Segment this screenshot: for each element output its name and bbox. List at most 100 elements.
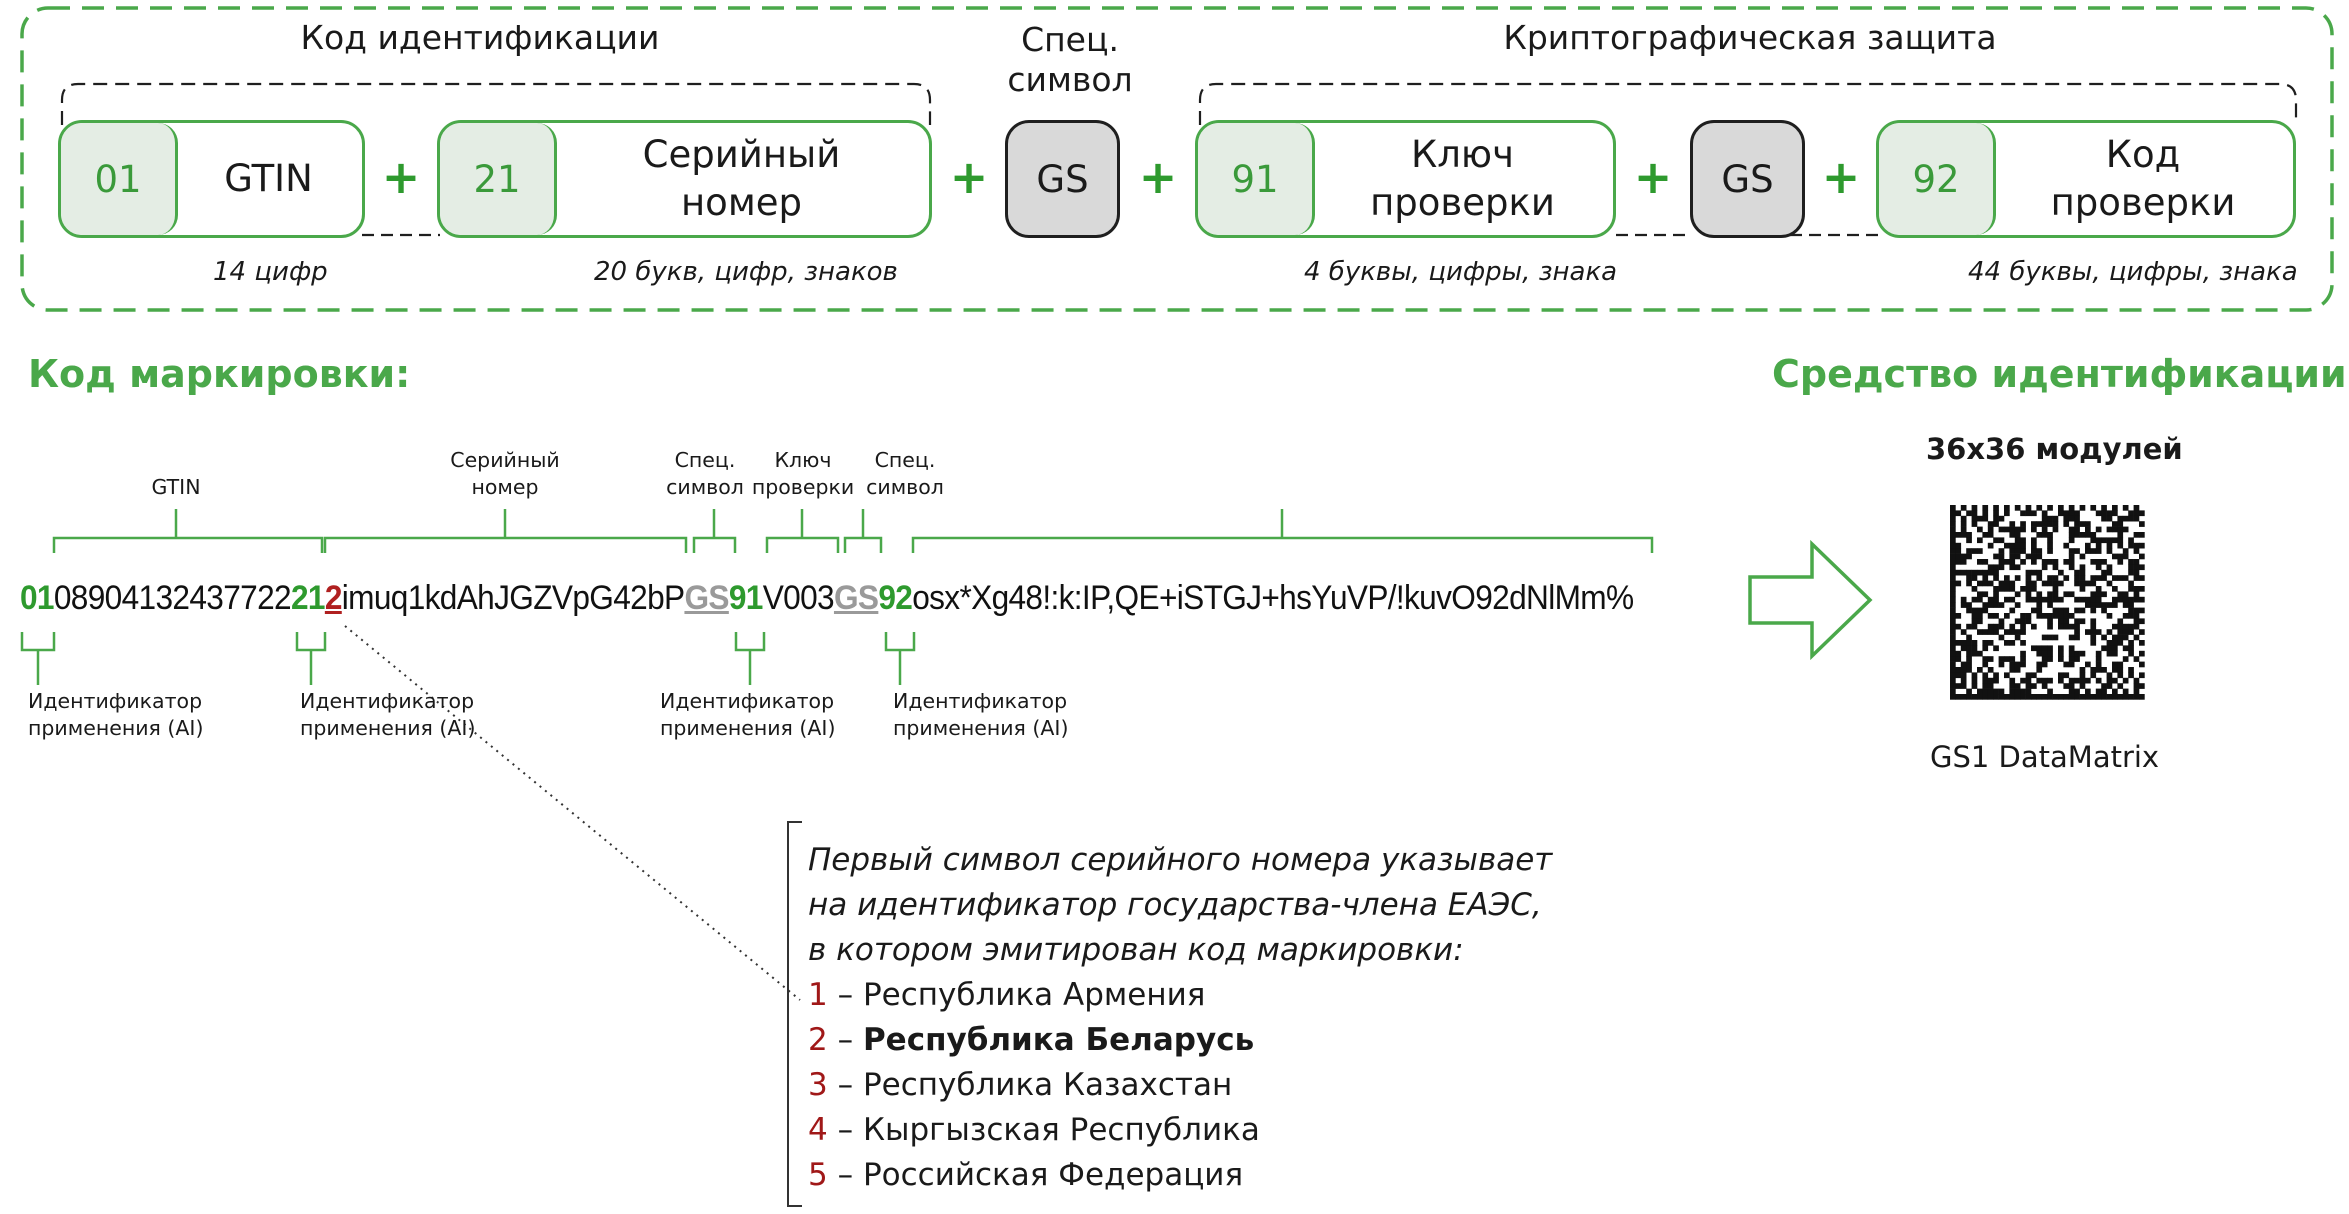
datamatrix-module bbox=[2004, 542, 2010, 549]
datamatrix-module bbox=[2004, 526, 2010, 533]
datamatrix-module bbox=[2063, 613, 2070, 619]
datamatrix-module bbox=[2122, 526, 2129, 533]
datamatrix-module bbox=[2052, 591, 2059, 598]
country-info-block: Первый символ серийного номера указывает… bbox=[808, 838, 1552, 1198]
datamatrix-module bbox=[1998, 661, 2005, 668]
code-ai92: 92 bbox=[878, 579, 913, 617]
dash: – bbox=[827, 1157, 863, 1193]
datamatrix-module bbox=[1950, 640, 1956, 646]
datamatrix-module bbox=[1993, 569, 1999, 576]
datamatrix-module bbox=[2004, 559, 2010, 565]
datamatrix-module bbox=[2063, 683, 2070, 689]
datamatrix-module bbox=[2052, 575, 2059, 581]
datamatrix-module bbox=[2014, 591, 2021, 598]
datamatrix-module bbox=[1950, 688, 1956, 695]
datamatrix-module bbox=[1971, 618, 1978, 625]
datamatrix-module bbox=[1993, 564, 1999, 571]
datamatrix-module bbox=[1982, 688, 1989, 695]
plus-sign: + bbox=[1633, 150, 1673, 204]
datamatrix-module bbox=[1982, 683, 1989, 689]
datamatrix-module bbox=[1955, 553, 1962, 560]
identification-means-heading: Средство идентификации: bbox=[1772, 352, 2349, 396]
pill-label-check: Код проверки bbox=[2050, 133, 2236, 224]
datamatrix-module bbox=[1987, 629, 1994, 635]
marking-code-heading: Код маркировки: bbox=[28, 352, 411, 396]
datamatrix-module bbox=[1993, 510, 1999, 517]
datamatrix-module bbox=[1950, 510, 1956, 517]
datamatrix-module bbox=[1950, 694, 1956, 700]
datamatrix-module bbox=[2101, 575, 2107, 581]
datamatrix-module bbox=[2004, 629, 2010, 635]
datamatrix-module bbox=[2031, 569, 2037, 576]
datamatrix-module bbox=[2128, 580, 2134, 587]
identification-bracket bbox=[60, 82, 932, 125]
datamatrix-module bbox=[2025, 688, 2032, 695]
datamatrix-module bbox=[1977, 548, 1983, 554]
datamatrix-code-icon bbox=[1950, 505, 2145, 700]
ai-badge-21: 21 bbox=[440, 123, 557, 235]
datamatrix-module bbox=[2068, 661, 2075, 668]
datamatrix-module bbox=[2106, 542, 2113, 549]
datamatrix-module bbox=[1950, 591, 1956, 598]
datamatrix-module bbox=[2139, 510, 2145, 517]
datamatrix-module bbox=[2122, 602, 2129, 608]
datamatrix-module bbox=[2106, 510, 2113, 517]
datamatrix-module bbox=[1998, 694, 2005, 700]
special-symbol-title: Спец. символ bbox=[1007, 20, 1133, 99]
datamatrix-module bbox=[2031, 537, 2037, 544]
datamatrix-module bbox=[2090, 532, 2097, 538]
datamatrix-module bbox=[2009, 623, 2016, 630]
datamatrix-module bbox=[1993, 645, 1999, 652]
datamatrix-module bbox=[2031, 548, 2037, 554]
datamatrix-module bbox=[2052, 521, 2059, 527]
datamatrix-module bbox=[1950, 580, 1956, 587]
datamatrix-module bbox=[1950, 569, 1956, 576]
datamatrix-module bbox=[2101, 505, 2107, 511]
datamatrix-module bbox=[2068, 510, 2075, 517]
datamatrix-caption: GS1 DataMatrix bbox=[1930, 740, 2160, 774]
datamatrix-module bbox=[2036, 505, 2043, 511]
datamatrix-module bbox=[2014, 564, 2021, 571]
datamatrix-module bbox=[2009, 586, 2016, 592]
datamatrix-module bbox=[2058, 613, 2064, 619]
datamatrix-module bbox=[2020, 694, 2026, 700]
datamatrix-module bbox=[1950, 683, 1956, 689]
datamatrix-module bbox=[2085, 677, 2091, 684]
datamatrix-module bbox=[2014, 667, 2021, 673]
datamatrix-module bbox=[2014, 618, 2021, 625]
datamatrix-module bbox=[2128, 667, 2134, 673]
datamatrix-module bbox=[1993, 591, 1999, 598]
datamatrix-module bbox=[2052, 559, 2059, 565]
ai-label-01: Идентификатор применения (AI) bbox=[28, 689, 204, 740]
datamatrix-module bbox=[1982, 515, 1989, 522]
country-item: 2 – Республика Беларусь bbox=[808, 1018, 1552, 1063]
datamatrix-module bbox=[2112, 596, 2118, 603]
datamatrix-module bbox=[2090, 596, 2097, 603]
datamatrix-module bbox=[2106, 569, 2113, 576]
outer-dashed-frame bbox=[20, 6, 2334, 312]
datamatrix-module bbox=[2052, 580, 2059, 587]
datamatrix-module bbox=[2025, 683, 2032, 689]
datamatrix-module bbox=[2085, 688, 2091, 695]
datamatrix-module bbox=[1977, 607, 1983, 614]
datamatrix-module bbox=[2117, 521, 2124, 527]
datamatrix-module bbox=[2036, 661, 2043, 668]
country-code: 4 bbox=[808, 1112, 828, 1148]
datamatrix-module bbox=[2036, 607, 2043, 614]
datamatrix-module bbox=[1960, 526, 1967, 533]
datamatrix-module bbox=[2085, 548, 2091, 554]
datamatrix-module bbox=[2036, 532, 2043, 538]
datamatrix-module bbox=[2117, 683, 2124, 689]
datamatrix-module bbox=[2009, 559, 2016, 565]
datamatrix-module bbox=[1982, 559, 1989, 565]
datamatrix-module bbox=[1950, 677, 1956, 684]
datamatrix-module bbox=[1977, 613, 1983, 619]
datamatrix-module bbox=[2106, 683, 2113, 689]
datamatrix-module bbox=[2095, 629, 2102, 635]
datamatrix-module bbox=[2095, 542, 2102, 549]
country-name: Республика Армения bbox=[862, 977, 1206, 1013]
datamatrix-module bbox=[2128, 629, 2134, 635]
datamatrix-module bbox=[1987, 613, 1994, 619]
ai-label-92: Идентификатор применения (AI) bbox=[893, 689, 1069, 740]
datamatrix-module bbox=[2058, 656, 2064, 662]
